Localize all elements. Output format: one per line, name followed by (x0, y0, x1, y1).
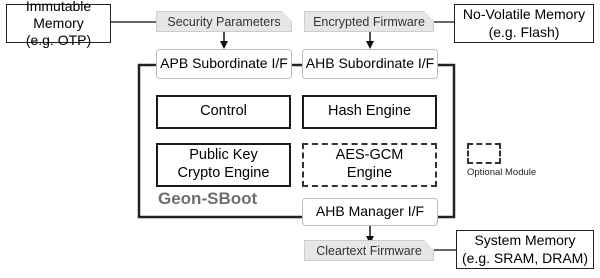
encrypted-firmware-tag: Encrypted Firmware (304, 11, 434, 32)
ahb-subordinate-interface: AHB Subordinate I/F (302, 49, 438, 79)
system-memory-example: (e.g. SRAM, DRAM) (461, 249, 588, 266)
system-memory-box: System Memory (e.g. SRAM, DRAM) (456, 230, 594, 269)
optional-module-legend-label: Optional Module (467, 167, 537, 178)
nonvolatile-memory-example: (e.g. Flash) (488, 23, 560, 40)
public-key-crypto-module: Public Key Crypto Engine (156, 143, 291, 187)
public-key-crypto-line1: Public Key (189, 147, 258, 164)
aes-gcm-line1: AES-GCM (335, 147, 404, 164)
aes-gcm-module: AES-GCM Engine (302, 143, 437, 187)
control-module: Control (156, 95, 291, 129)
immutable-memory-example: (e.g. OTP) (25, 32, 92, 49)
apb-subordinate-interface: APB Subordinate I/F (156, 49, 292, 79)
security-parameters-tag: Security Parameters (156, 11, 292, 32)
hash-engine-module: Hash Engine (302, 95, 437, 129)
optional-module-legend-swatch (467, 143, 501, 164)
nonvolatile-memory-box: No-Volatile Memory (e.g. Flash) (454, 4, 594, 43)
system-memory-label: System Memory (474, 232, 576, 249)
system-name-label: Geon-SBoot (158, 189, 258, 208)
aes-gcm-line2: Engine (346, 165, 393, 181)
immutable-memory-label: Immutable Memory (25, 0, 92, 31)
cleartext-firmware-tag: Cleartext Firmware (304, 240, 434, 261)
immutable-memory-box: Immutable Memory (e.g. OTP) (6, 0, 111, 48)
ahb-manager-interface: AHB Manager I/F (302, 198, 438, 226)
nonvolatile-memory-label: No-Volatile Memory (462, 6, 586, 23)
public-key-crypto-line2: Crypto Engine (177, 165, 270, 181)
